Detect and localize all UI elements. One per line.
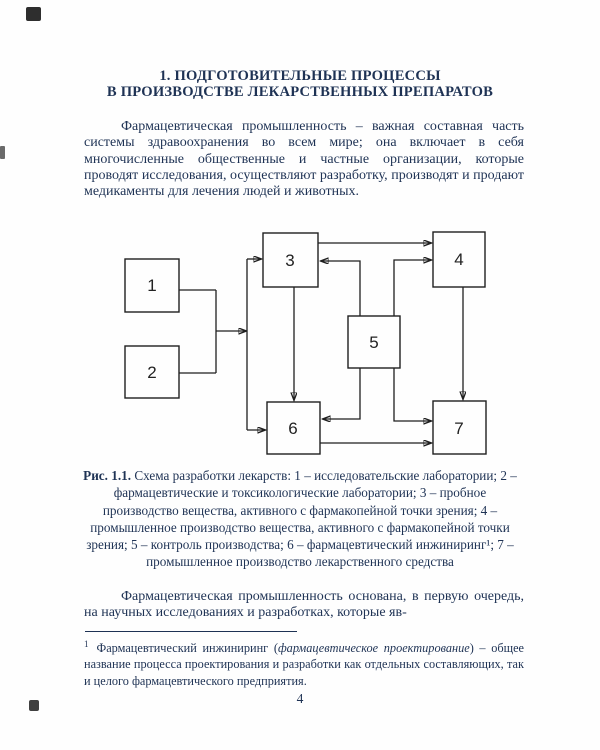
chapter-title: 1. ПОДГОТОВИТЕЛЬНЫЕ ПРОЦЕССЫ В ПРОИЗВОДС… [0, 68, 600, 101]
arrow-box5-to-box6 [323, 368, 361, 419]
scan-artifact-corner [26, 7, 41, 21]
footnote-text-end: ) – общее название процесса проектирован… [84, 641, 524, 688]
footnote: 1 Фармацевтический инжиниринг (фармацевти… [84, 636, 524, 689]
research-paragraph: Фармацевтическая промышленность основана… [84, 589, 524, 621]
chapter-title-line1: 1. ПОДГОТОВИТЕЛЬНЫЕ ПРОЦЕССЫ [159, 68, 441, 84]
arrow-box5-to-box7 [393, 368, 431, 421]
diagram-connectors [179, 243, 463, 443]
diagram-box-2-label: 2 [147, 363, 156, 382]
arrow-box5-to-box4 [393, 260, 431, 316]
page-number: 4 [296, 691, 304, 706]
diagram-box-2 [124, 345, 180, 399]
chapter-title-line2: В ПРОИЗВОДСТВЕ ЛЕКАРСТВЕННЫХ ПРЕПАРАТОВ [106, 83, 494, 100]
diagram-box-6-label: 6 [288, 419, 297, 438]
figure-caption-text: Схема разработки лекарств: 1 – исследова… [86, 468, 517, 570]
diagram-box-3 [262, 232, 319, 288]
diagram-box-4 [432, 231, 486, 288]
footnote-italic-term: фармацевтическое проектирование [277, 641, 470, 656]
diagram-box-6 [266, 401, 321, 455]
diagram-boxes: 1 2 3 4 5 6 7 [124, 231, 487, 455]
diagram-box-1-label: 1 [147, 276, 156, 295]
scan-artifact-bottom [29, 700, 39, 711]
arrow-box5-to-box3 [321, 261, 361, 316]
footnote-separator [85, 631, 297, 632]
diagram-box-3-label: 3 [285, 251, 294, 270]
footnote-text-start: Фармацевтический инжиниринг ( [96, 641, 278, 656]
diagram-box-4-label: 4 [454, 250, 463, 269]
diagram-box-7 [432, 400, 487, 455]
diagram-box-1 [124, 258, 180, 313]
diagram-box-7-label: 7 [454, 419, 463, 438]
figure-caption: Рис. 1.1. Схема разработки лекарств: 1 –… [75, 467, 525, 571]
diagram-box-5-label: 5 [369, 333, 378, 352]
diagram-box-5 [347, 315, 401, 369]
figure-caption-label: Рис. 1.1. [83, 468, 132, 483]
scan-artifact-left-edge [0, 146, 5, 159]
intro-paragraph: Фармацевтическая промышленность – важная… [84, 119, 524, 200]
footnote-marker: 1 [84, 639, 89, 649]
